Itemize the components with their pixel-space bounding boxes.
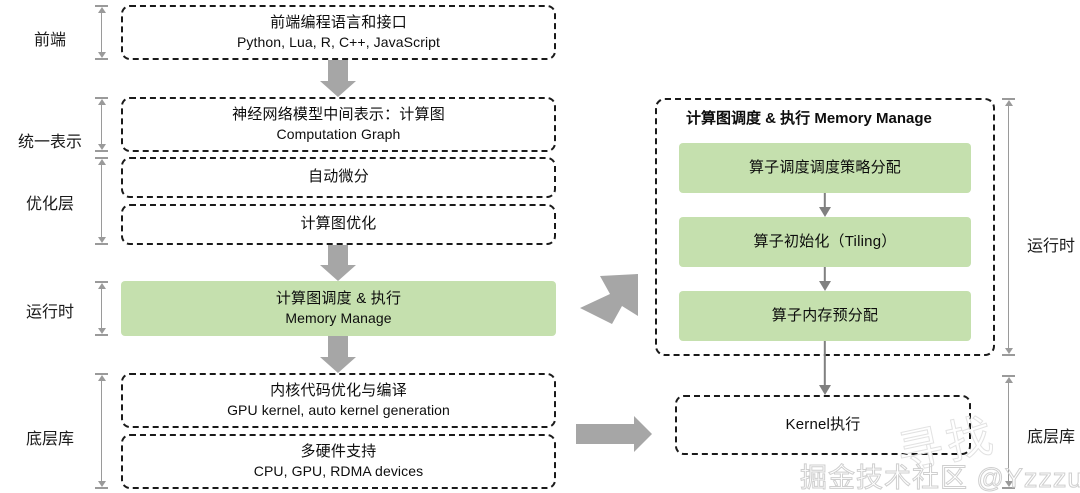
watermark-text: 掘金技术社区 @Yzzzu	[799, 463, 1080, 493]
bracket-unified-representation	[95, 97, 108, 152]
arrow-up-right-icon-runtime-connector	[580, 274, 638, 324]
box-computation-graph-line1: 神经网络模型中间表示：计算图	[232, 105, 445, 123]
box-graph-optimization-label: 计算图优化	[300, 215, 377, 233]
arrow-down-icon-memory-to-kernel	[811, 341, 839, 395]
box-frontend-languages[interactable]: 前端编程语言和接口 Python, Lua, R, C++, JavaScrip…	[121, 5, 556, 60]
bracket-frontend	[95, 5, 108, 60]
box-kernel-code-optimization[interactable]: 内核代码优化与编译 GPU kernel, auto kernel genera…	[121, 373, 556, 428]
tier-label-right-lowlevel-lib: 底层库	[1026, 429, 1075, 446]
tier-label-unified-representation: 统一表示	[17, 134, 82, 151]
panel-runtime-detail-title: 计算图调度 & 执行 Memory Manage	[686, 110, 932, 127]
box-runtime-scheduling-line1: 计算图调度 & 执行	[275, 289, 402, 307]
bracket-right-lowlevel-lib	[1002, 375, 1015, 489]
box-computation-graph[interactable]: 神经网络模型中间表示：计算图 Computation Graph	[121, 97, 556, 152]
bracket-right-runtime	[1002, 98, 1015, 356]
arrow-down-icon-runtime-to-lowlevel	[318, 336, 358, 373]
tier-label-lowlevel-lib: 底层库	[25, 431, 74, 448]
box-kernel-code-optimization-line1: 内核代码优化与编译	[270, 381, 407, 399]
box-frontend-languages-line2: Python, Lua, R, C++, JavaScript	[236, 34, 441, 51]
arrow-right-icon-lowlevel-connector	[576, 416, 652, 452]
box-operator-scheduling-policy[interactable]: 算子调度调度策略分配	[679, 143, 971, 193]
box-computation-graph-line2: Computation Graph	[276, 126, 401, 143]
box-operator-init-tiling-label: 算子初始化（Tiling）	[753, 232, 897, 250]
box-kernel-code-optimization-line2: GPU kernel, auto kernel generation	[227, 402, 450, 419]
box-operator-scheduling-policy-label: 算子调度调度策略分配	[748, 158, 901, 176]
bracket-runtime	[95, 281, 108, 336]
box-runtime-scheduling-line2: Memory Manage	[285, 310, 392, 327]
box-kernel-execution-label: Kernel执行	[785, 415, 861, 433]
box-operator-memory-prealloc-label: 算子内存预分配	[771, 306, 879, 324]
arrow-down-icon-tiling-to-memory	[811, 267, 839, 291]
box-multi-hardware-support-line1: 多硬件支持	[300, 442, 377, 460]
box-kernel-execution[interactable]: Kernel执行	[675, 395, 971, 455]
tier-label-runtime: 运行时	[25, 304, 74, 321]
box-operator-memory-prealloc[interactable]: 算子内存预分配	[679, 291, 971, 341]
box-auto-differentiation-label: 自动微分	[308, 168, 369, 186]
box-multi-hardware-support-line2: CPU, GPU, RDMA devices	[253, 463, 424, 480]
arrow-down-icon-optimization-to-runtime	[318, 245, 358, 281]
box-auto-differentiation[interactable]: 自动微分	[121, 157, 556, 198]
box-operator-init-tiling[interactable]: 算子初始化（Tiling）	[679, 217, 971, 267]
bracket-lowlevel-lib	[95, 373, 108, 489]
tier-label-frontend: 前端	[33, 32, 66, 49]
box-graph-optimization[interactable]: 计算图优化	[121, 204, 556, 245]
arrow-down-icon-frontend-to-graph	[318, 60, 358, 97]
bracket-optimization	[95, 157, 108, 245]
box-frontend-languages-line1: 前端编程语言和接口	[270, 13, 407, 31]
tier-label-right-runtime: 运行时	[1026, 238, 1075, 255]
box-multi-hardware-support[interactable]: 多硬件支持 CPU, GPU, RDMA devices	[121, 434, 556, 489]
arrow-down-icon-policy-to-tiling	[811, 193, 839, 217]
tier-label-optimization: 优化层	[25, 196, 74, 213]
box-runtime-scheduling[interactable]: 计算图调度 & 执行 Memory Manage	[121, 281, 556, 336]
